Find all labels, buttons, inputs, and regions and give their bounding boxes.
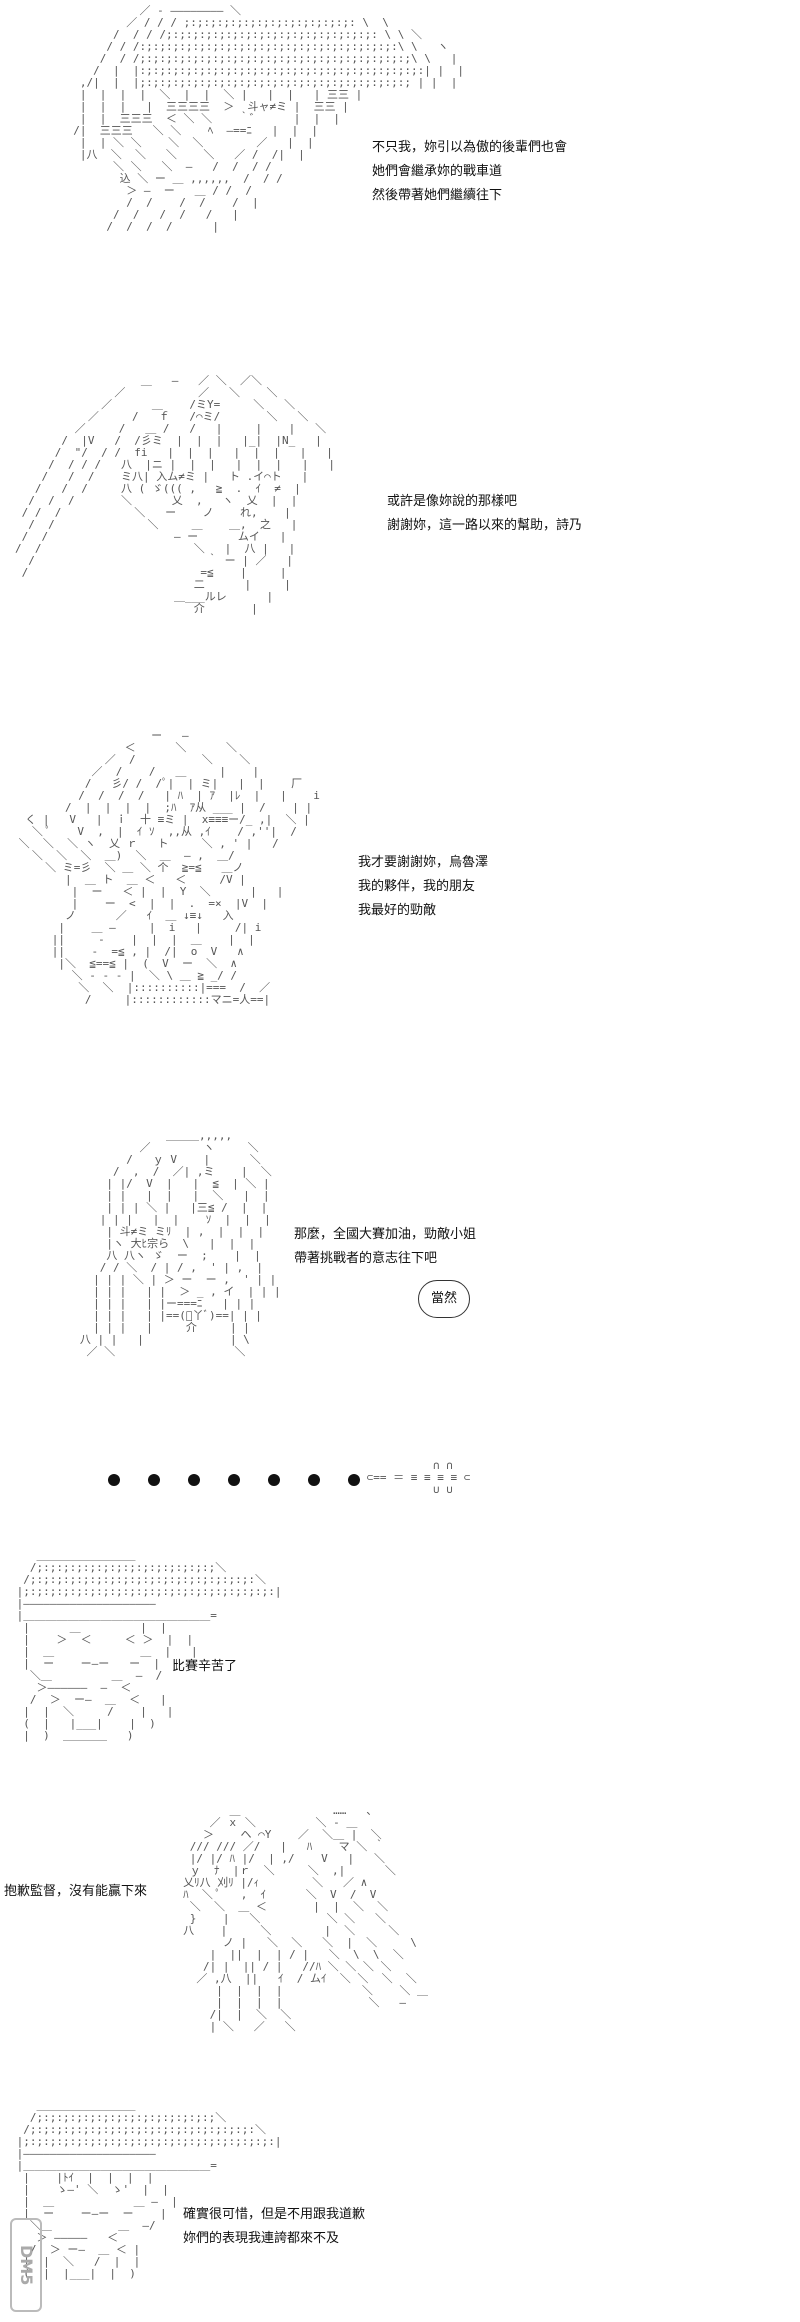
dialog-line: 帶著挑戰者的意志往下吧 xyxy=(294,1251,438,1266)
ellipsis-dot xyxy=(188,1474,200,1486)
ascii-art-object: ∩ ∩ ⊂== ＝ ≡ ≡ ≡ ≡ ⊂ ∪ ∪ xyxy=(366,1459,471,1496)
ascii-art-figure: ／ ‐ ―――――――― ＼ ／ / / / ;:;:;:;:;:;:;:;:;… xyxy=(73,4,464,233)
ascii-art-figure: ＿＿＿＿＿＿＿＿＿ /;:;:;:;:;:;:;:;:;:;:;:;:;:;＼ … xyxy=(16,2099,282,2280)
dialog-text: 或許是像妳說的那樣吧 謝謝妳，這一路以來的幫助，詩乃 xyxy=(387,490,582,538)
dialog-line: 謝謝妳，這一路以來的幫助，詩乃 xyxy=(387,518,583,533)
ascii-art-figure: ＿ …… 、 ／ ｘ ＼ ＼ ‐ ＿ ＞ ヘ ⌒Y ／ ＼＿ | ＼ /// /… xyxy=(183,1804,429,2033)
bubble-text: 當然 xyxy=(431,1291,458,1306)
ellipsis-dot xyxy=(348,1474,360,1486)
dialog-line: 不只我，妳引以為傲的後輩們也會 xyxy=(372,140,568,155)
dialog-line: 我才要謝謝妳，烏魯澤 xyxy=(358,855,489,870)
ascii-art-figure: ＿ ― ／ ＼ ／＼ ／ ／ ＼ ＼ ／ ＿ /ミY= ＼ ＼ ／ / ｆ /⌒… xyxy=(15,374,336,615)
panel-5: ∩ ∩ ⊂== ＝ ≡ ≡ ≡ ≡ ⊂ ∪ ∪ xyxy=(0,1459,800,1512)
panel-4: ＿＿＿,,,,, ／ ヽ ＼ / ｙ V | ＼ / , / ／| ,ミ | ＼… xyxy=(0,1125,800,1425)
ellipsis-dot xyxy=(268,1474,280,1486)
panel-3: ー ― ＜ ＼ ＼ ／ / ＼ ＼ ／ / / ＿ | | / 彡/ / /ﾟ|… xyxy=(0,725,800,1095)
dialog-line: 比賽辛苦了 xyxy=(172,1659,238,1674)
ascii-art-figure: ー ― ＜ ＼ ＼ ／ / ＼ ＼ ／ / / ＿ | | / 彡/ / /ﾟ|… xyxy=(18,729,320,1006)
watermark-logo: DM5 xyxy=(10,2218,42,2312)
panel-6: ＿＿＿＿＿＿＿＿＿ /;:;:;:;:;:;:;:;:;:;:;:;:;:;＼ … xyxy=(0,1545,800,1790)
dialog-text: 抱歉監督，沒有能贏下來 xyxy=(4,1880,147,1904)
dialog-text: 確實很可惜，但是不用跟我道歉 妳們的表現我連誇都來不及 xyxy=(183,2203,365,2251)
ellipsis-dot xyxy=(228,1474,240,1486)
dialog-line: 那麼，全國大賽加油，勁敵小姐 xyxy=(294,1227,477,1242)
dialog-line: 然後帶著她們繼續往下 xyxy=(372,188,503,203)
dialog-text: 我才要謝謝妳，烏魯澤 我的夥伴，我的朋友 我最好的勁敵 xyxy=(358,851,488,923)
dialog-text: 那麼，全國大賽加油，勁敵小姐 帶著挑戰者的意志往下吧 xyxy=(294,1223,476,1271)
dialog-line: 她們會繼承妳的戰車道 xyxy=(372,164,503,179)
ellipsis-dot xyxy=(148,1474,160,1486)
panel-8: ＿＿＿＿＿＿＿＿＿ /;:;:;:;:;:;:;:;:;:;:;:;:;:;＼ … xyxy=(0,2095,800,2322)
dialog-line: 我的夥伴，我的朋友 xyxy=(358,879,476,894)
ascii-art-figure: ＿＿＿,,,,, ／ ヽ ＼ / ｙ V | ＼ / , / ／| ,ミ | ＼… xyxy=(79,1129,281,1358)
ellipsis-dot xyxy=(308,1474,320,1486)
dialog-line: 妳們的表現我連誇都來不及 xyxy=(183,2231,340,2246)
ascii-art-figure: ＿＿＿＿＿＿＿＿＿ /;:;:;:;:;:;:;:;:;:;:;:;:;:;＼ … xyxy=(16,1549,282,1742)
dialog-text: 不只我，妳引以為傲的後輩們也會 她們會繼承妳的戰車道 然後帶著她們繼續往下 xyxy=(372,136,567,208)
ellipsis-dot xyxy=(108,1474,120,1486)
dialog-line: 我最好的勁敵 xyxy=(358,903,437,918)
dialog-line: 抱歉監督，沒有能贏下來 xyxy=(4,1884,148,1899)
panel-1: ／ ‐ ―――――――― ＼ ／ / / / ;:;:;:;:;:;:;:;:;… xyxy=(0,0,800,340)
speech-bubble: 當然 xyxy=(418,1280,471,1318)
panel-2: ＿ ― ／ ＼ ／＼ ／ ／ ＼ ＼ ／ ＿ /ミY= ＼ ＼ ／ / ｆ /⌒… xyxy=(0,370,800,710)
dialog-line: 確實很可惜，但是不用跟我道歉 xyxy=(183,2207,366,2222)
watermark-text: DM5 xyxy=(17,2244,36,2286)
ellipsis-dots xyxy=(108,1474,360,1486)
panel-7: ＿ …… 、 ／ ｘ ＼ ＼ ‐ ＿ ＞ ヘ ⌒Y ／ ＼＿ | ＼ /// /… xyxy=(0,1800,800,2080)
dialog-text: 比賽辛苦了 xyxy=(172,1655,237,1679)
dialog-line: 或許是像妳說的那樣吧 xyxy=(387,494,518,509)
